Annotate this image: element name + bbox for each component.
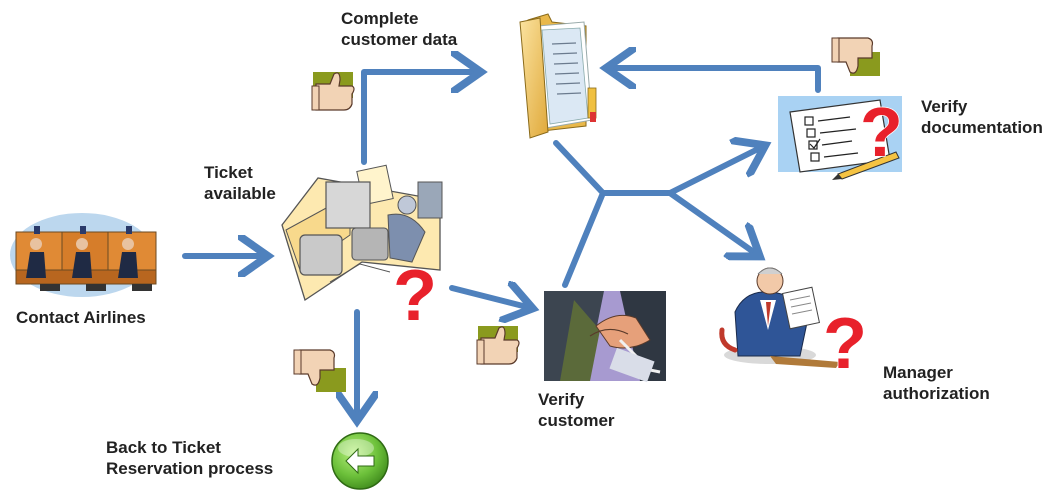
question-mark-icon: ? (393, 256, 437, 336)
label-line: available (204, 184, 276, 203)
thumbs-up-icon (311, 72, 355, 111)
label-line: authorization (883, 384, 990, 403)
contact-airlines-label: Contact Airlines (16, 307, 146, 328)
verify-documentation-label: Verify documentation (921, 96, 1043, 138)
verify-customer-label: Verify customer (538, 389, 615, 431)
connector-folder-branch (553, 140, 606, 196)
label-line: customer data (341, 30, 458, 49)
label-line: Reservation process (106, 459, 274, 478)
documentation-checklist-icon (778, 96, 902, 180)
ticket-available-label: Ticket available (204, 162, 276, 204)
ticket-office-icon (281, 164, 443, 302)
label-line: documentation (921, 118, 1043, 137)
manager-reading-icon (719, 267, 840, 368)
arrow-verify-doc-to-folder (612, 68, 821, 93)
label-line: Ticket (204, 163, 253, 182)
label-line: Verify (921, 97, 968, 116)
label-line: Back to Ticket (106, 438, 221, 457)
arrow-branch-to-manager (667, 190, 755, 253)
arrow-branch-to-verify-doc (667, 148, 760, 196)
label-line: customer (538, 411, 615, 430)
label-line: Manager (883, 363, 953, 382)
customer-folder-icon (519, 13, 597, 139)
question-mark-icon: ? (860, 93, 903, 171)
label-line: Complete (341, 9, 419, 28)
label-line: Contact Airlines (16, 308, 146, 327)
back-arrow-button-icon[interactable] (331, 432, 389, 490)
arrow-ticket-to-folder (361, 72, 475, 165)
complete-customer-data-label: Complete customer data (341, 8, 457, 50)
thumbs-up-icon (476, 326, 520, 365)
arrow-ticket-to-verify-customer (449, 288, 527, 307)
manager-authorization-label: Manager authorization (883, 362, 990, 404)
verify-customer-handshake-icon (544, 291, 666, 383)
thumbs-down-icon (293, 349, 346, 392)
back-to-ticket-reservation-label[interactable]: Back to Ticket Reservation process (106, 437, 273, 479)
question-mark-icon: ? (823, 304, 867, 384)
thumbs-down-icon (831, 37, 880, 76)
call-center-icon (10, 213, 157, 297)
connector-verify-customer-branch (562, 190, 673, 288)
label-line: Verify (538, 390, 585, 409)
